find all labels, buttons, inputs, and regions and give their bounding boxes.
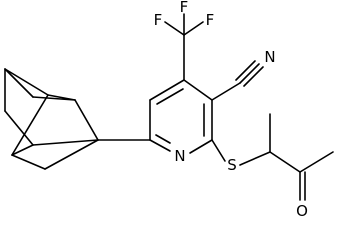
thioether-side-chain: S O — [211, 113, 334, 219]
bond-ad-10 — [4, 68, 49, 96]
atom-n-ring: N — [174, 147, 185, 165]
bond-ad-7 — [11, 154, 46, 170]
bond-ad-9 — [32, 139, 99, 146]
bond-n1-c6-inner — [155, 134, 171, 144]
bond-cf-right — [183, 21, 204, 36]
structure-diagram: F F F N N — [4, 0, 334, 219]
bond-ad-12 — [11, 94, 49, 156]
atom-n-nitrile: N — [264, 48, 275, 66]
bond-c2-n1 — [189, 139, 213, 154]
bond-c3-cn — [211, 82, 241, 101]
atom-f-right: F — [206, 11, 215, 29]
bond-c5-c4-inner — [156, 88, 184, 105]
bond-ad-3 — [4, 68, 34, 98]
nitrile-group: N — [211, 48, 276, 101]
trifluoromethyl-group: F F F — [154, 0, 215, 81]
bond-c2-s — [211, 139, 226, 162]
atom-f-left: F — [154, 11, 163, 29]
bond-ad-1 — [74, 99, 99, 141]
bond-cn-triple-1 — [239, 63, 260, 84]
bond-cn-triple-3 — [243, 66, 264, 87]
bond-n1-c6 — [149, 139, 171, 152]
bond-carbonyl-methyl — [299, 151, 334, 173]
bond-ch-carbonyl — [269, 151, 301, 173]
atom-o: O — [296, 202, 308, 219]
bond-c5-c4 — [149, 79, 185, 101]
molecule-canvas: F F F N N — [4, 0, 334, 219]
bond-c4-c3 — [183, 79, 213, 101]
bond-cn-triple-2 — [235, 60, 256, 81]
adamantyl-cage — [4, 68, 151, 170]
bond-cf-left — [164, 21, 185, 36]
bond-ad-8 — [44, 139, 99, 170]
bond-ad-5 — [4, 110, 34, 146]
atom-f-top: F — [180, 0, 189, 16]
bond-s-ch — [239, 151, 271, 166]
bond-ad-11 — [47, 94, 76, 101]
bond-ad-6 — [11, 144, 34, 156]
pyridine-ring: N — [149, 79, 213, 165]
atom-s: S — [227, 156, 237, 174]
